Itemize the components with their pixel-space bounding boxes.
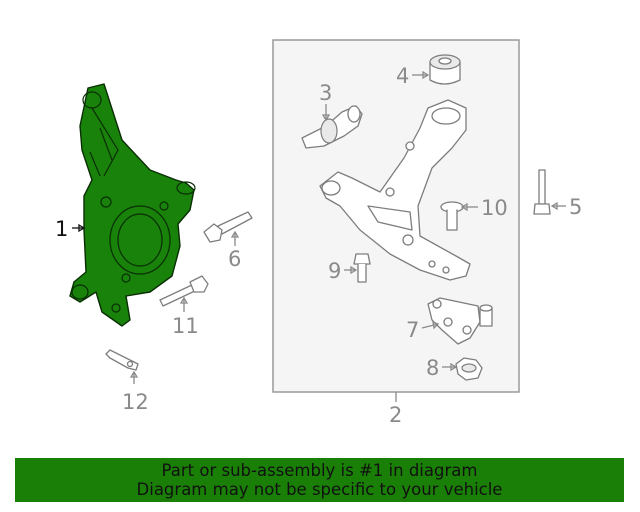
callout-9[interactable]: 9 [328,259,341,283]
callout-12[interactable]: 12 [122,390,149,414]
bolt-6-part[interactable] [203,211,253,243]
bolt-5-part[interactable] [533,169,551,215]
bolt-10-part[interactable] [440,201,464,231]
banner-line-2: Diagram may not be specific to your vehi… [136,480,503,499]
callout-1[interactable]: 1 [55,217,68,241]
ball-joint-part[interactable] [427,297,493,345]
lower-control-arm-part[interactable] [319,99,471,281]
callout-4[interactable]: 4 [396,64,409,88]
bracket-part[interactable] [105,349,139,371]
callout-3[interactable]: 3 [319,81,332,105]
callout-labels: 1 2 3 4 5 6 7 8 9 10 11 12 [55,64,582,427]
parts-diagram: 1 2 3 4 5 6 7 8 9 10 11 12 [55,39,582,427]
callout-11[interactable]: 11 [172,314,199,338]
banner-line-1: Part or sub-assembly is #1 in diagram [161,461,478,480]
callout-5[interactable]: 5 [569,195,582,219]
callout-7[interactable]: 7 [406,318,419,342]
bushing-part[interactable] [301,105,363,149]
callout-8[interactable]: 8 [426,356,439,380]
callout-6[interactable]: 6 [228,247,241,271]
nut-part[interactable] [455,357,483,381]
callout-10[interactable]: 10 [481,196,508,220]
leader-lines [72,70,566,402]
steering-knuckle-part[interactable] [69,83,196,327]
bolt-11-part[interactable] [159,275,209,307]
callout-2[interactable]: 2 [389,403,402,427]
leader-7 [421,323,439,329]
part-info-banner: Part or sub-assembly is #1 in diagram Di… [15,458,624,502]
bolt-9-part[interactable] [353,253,371,283]
mount-bushing-part[interactable] [429,54,461,85]
